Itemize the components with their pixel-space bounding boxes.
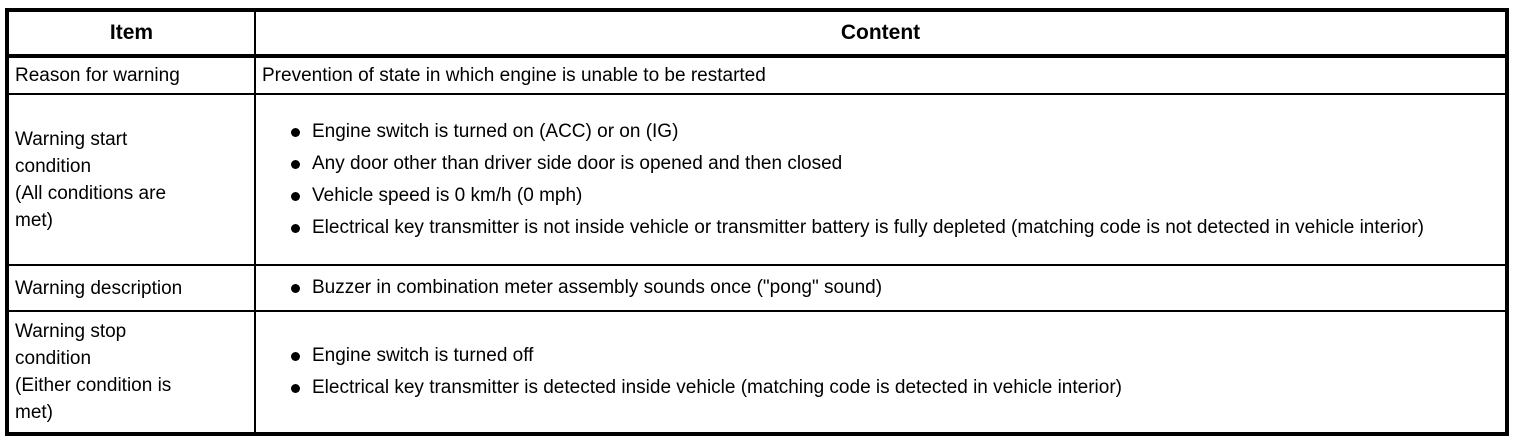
bullet-list: Buzzer in combination meter assembly sou… [260, 274, 1497, 302]
content-text: Prevention of state in which engine is u… [262, 65, 766, 86]
table-row: Reason for warning Prevention of state in… [6, 55, 1508, 95]
bullet-item: Vehicle speed is 0 km/h (0 mph) [260, 182, 1497, 210]
table-row: Warning start condition (All conditions … [6, 93, 1508, 266]
header-item: Item [6, 9, 256, 58]
bullet-item: Engine switch is turned on (ACC) or on (… [260, 118, 1497, 146]
bullet-item: Buzzer in combination meter assembly sou… [260, 274, 1497, 302]
item-cell: Reason for warning [6, 55, 256, 95]
content-cell: Prevention of state in which engine is u… [254, 55, 1508, 95]
table-body: Reason for warning Prevention of state in… [6, 55, 1508, 435]
bullet-item: Engine switch is turned off [260, 342, 1497, 370]
item-cell: Warning stop condition (Either condition… [6, 310, 256, 435]
warning-function-table: Item Content Reason for warning Preventio… [5, 8, 1509, 436]
item-cell: Warning description [6, 264, 256, 312]
bullet-item: Electrical key transmitter is not inside… [260, 214, 1497, 242]
table-row: Warning stop condition (Either condition… [6, 310, 1508, 435]
content-cell: Buzzer in combination meter assembly sou… [254, 264, 1508, 312]
bullet-item: Any door other than driver side door is … [260, 150, 1497, 178]
header-content: Content [254, 9, 1508, 58]
bullet-list: Engine switch is turned on (ACC) or on (… [260, 118, 1497, 242]
item-cell: Warning start condition (All conditions … [6, 93, 256, 266]
content-cell: Engine switch is turned on (ACC) or on (… [254, 93, 1508, 266]
header-row: Item Content [6, 9, 1508, 58]
table-header: Item Content [6, 9, 1508, 58]
bullet-item: Electrical key transmitter is detected i… [260, 374, 1497, 402]
